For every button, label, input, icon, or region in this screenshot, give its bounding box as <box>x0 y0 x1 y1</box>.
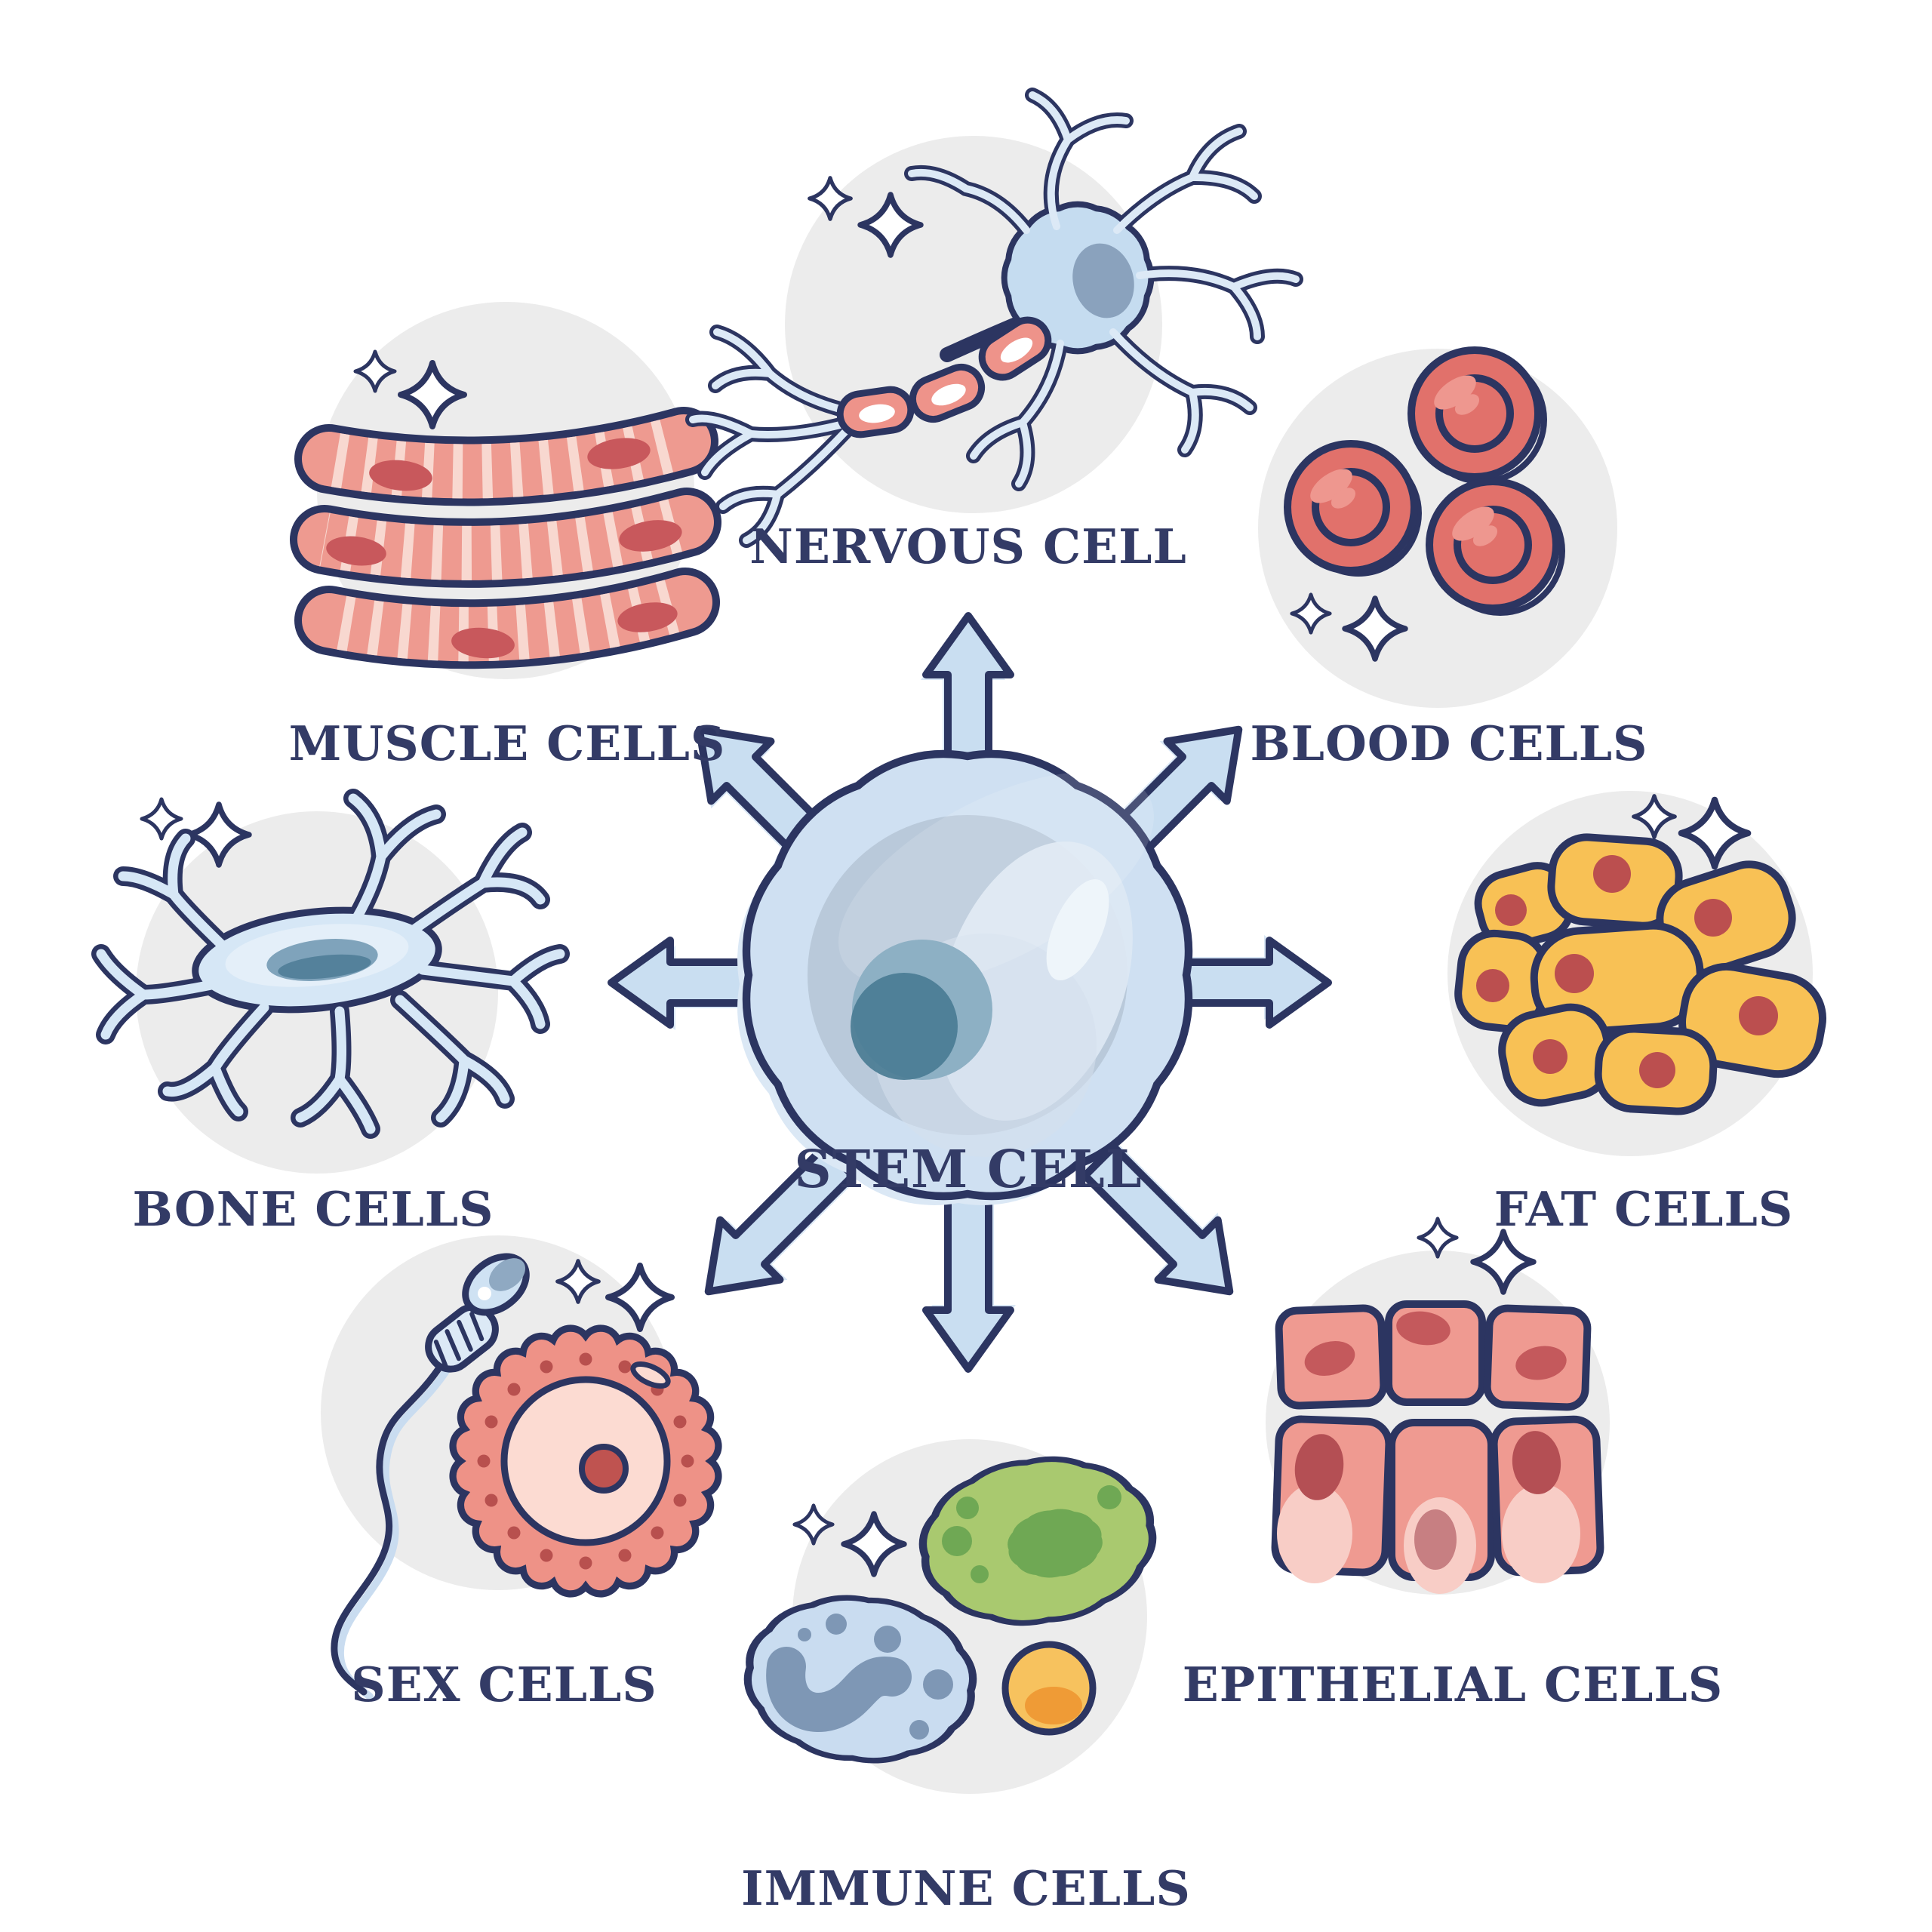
sperm-tail <box>331 1361 445 1696</box>
muscle-fiber-icon <box>290 407 721 669</box>
neuron-icon <box>685 88 1303 548</box>
red-blood-cells-icon <box>1284 346 1565 616</box>
arrow-down-icon <box>926 1180 1016 1369</box>
adipocyte-cluster-icon <box>1454 833 1827 1115</box>
label-muscle-cells: MUSCLE CELLS <box>288 715 726 771</box>
sperm-and-egg-icon <box>331 1253 718 1700</box>
label-nervous-cell: NERVOUS CELL <box>749 518 1187 574</box>
egg-nucleus <box>579 1444 629 1494</box>
label-bone-cells: BONE CELLS <box>132 1181 494 1237</box>
stem-cell-icon <box>737 728 1189 1205</box>
immune-cells-icon <box>740 1446 1162 1770</box>
label-fat-cells: FAT CELLS <box>1494 1181 1794 1237</box>
osteocyte-icon <box>91 789 570 1139</box>
label-sex-cells: SEX CELLS <box>351 1657 657 1712</box>
sparkle-icon <box>1419 1219 1457 1257</box>
myelin-segments <box>836 316 1052 438</box>
sparkle-icon <box>142 799 181 838</box>
sperm-midpiece <box>425 1303 499 1373</box>
label-stem-cell: STEM CELL <box>794 1140 1143 1200</box>
label-blood-cells: BLOOD CELLS <box>1250 715 1648 771</box>
label-epithelial-cells: EPITHELIAL CELLS <box>1182 1657 1724 1712</box>
label-immune-cells: IMMUNE CELLS <box>741 1860 1191 1916</box>
epithelium-icon <box>1271 1300 1604 1594</box>
